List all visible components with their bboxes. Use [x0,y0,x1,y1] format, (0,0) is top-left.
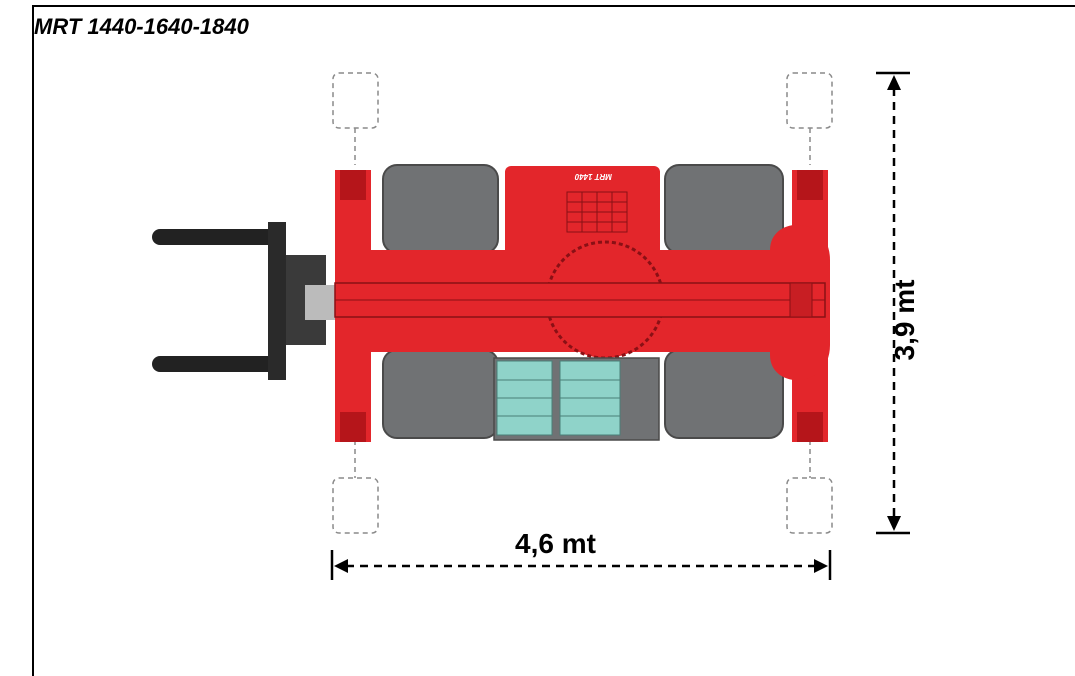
fork-carriage [152,222,345,380]
length-dimension-arrow [876,71,910,535]
diagram-title: MRT 1440-1640-1840 [34,14,249,39]
tyre-rear-top [664,164,784,254]
width-dimension-arrow [330,550,832,580]
outrigger-stabilizers [332,72,833,534]
operator-cab [493,357,660,441]
tyre-rear-bottom [664,349,784,439]
stabilizer-pad-bottom-right [786,477,833,534]
stabilizer-pad-top-left [332,72,379,129]
diagram-frame [32,5,1075,676]
stabilizer-pad-bottom-left [332,477,379,534]
tyre-front-top [382,164,499,254]
length-dimension-label: 3,9 mt [889,279,920,361]
telescopic-boom [334,282,826,318]
model-badge: MRT 1440 [574,172,612,181]
stabilizer-pad-top-right [786,72,833,129]
tyre-front-bottom [382,349,499,439]
width-dimension-label: 4,6 mt [515,528,596,559]
engine-grille [566,191,628,233]
